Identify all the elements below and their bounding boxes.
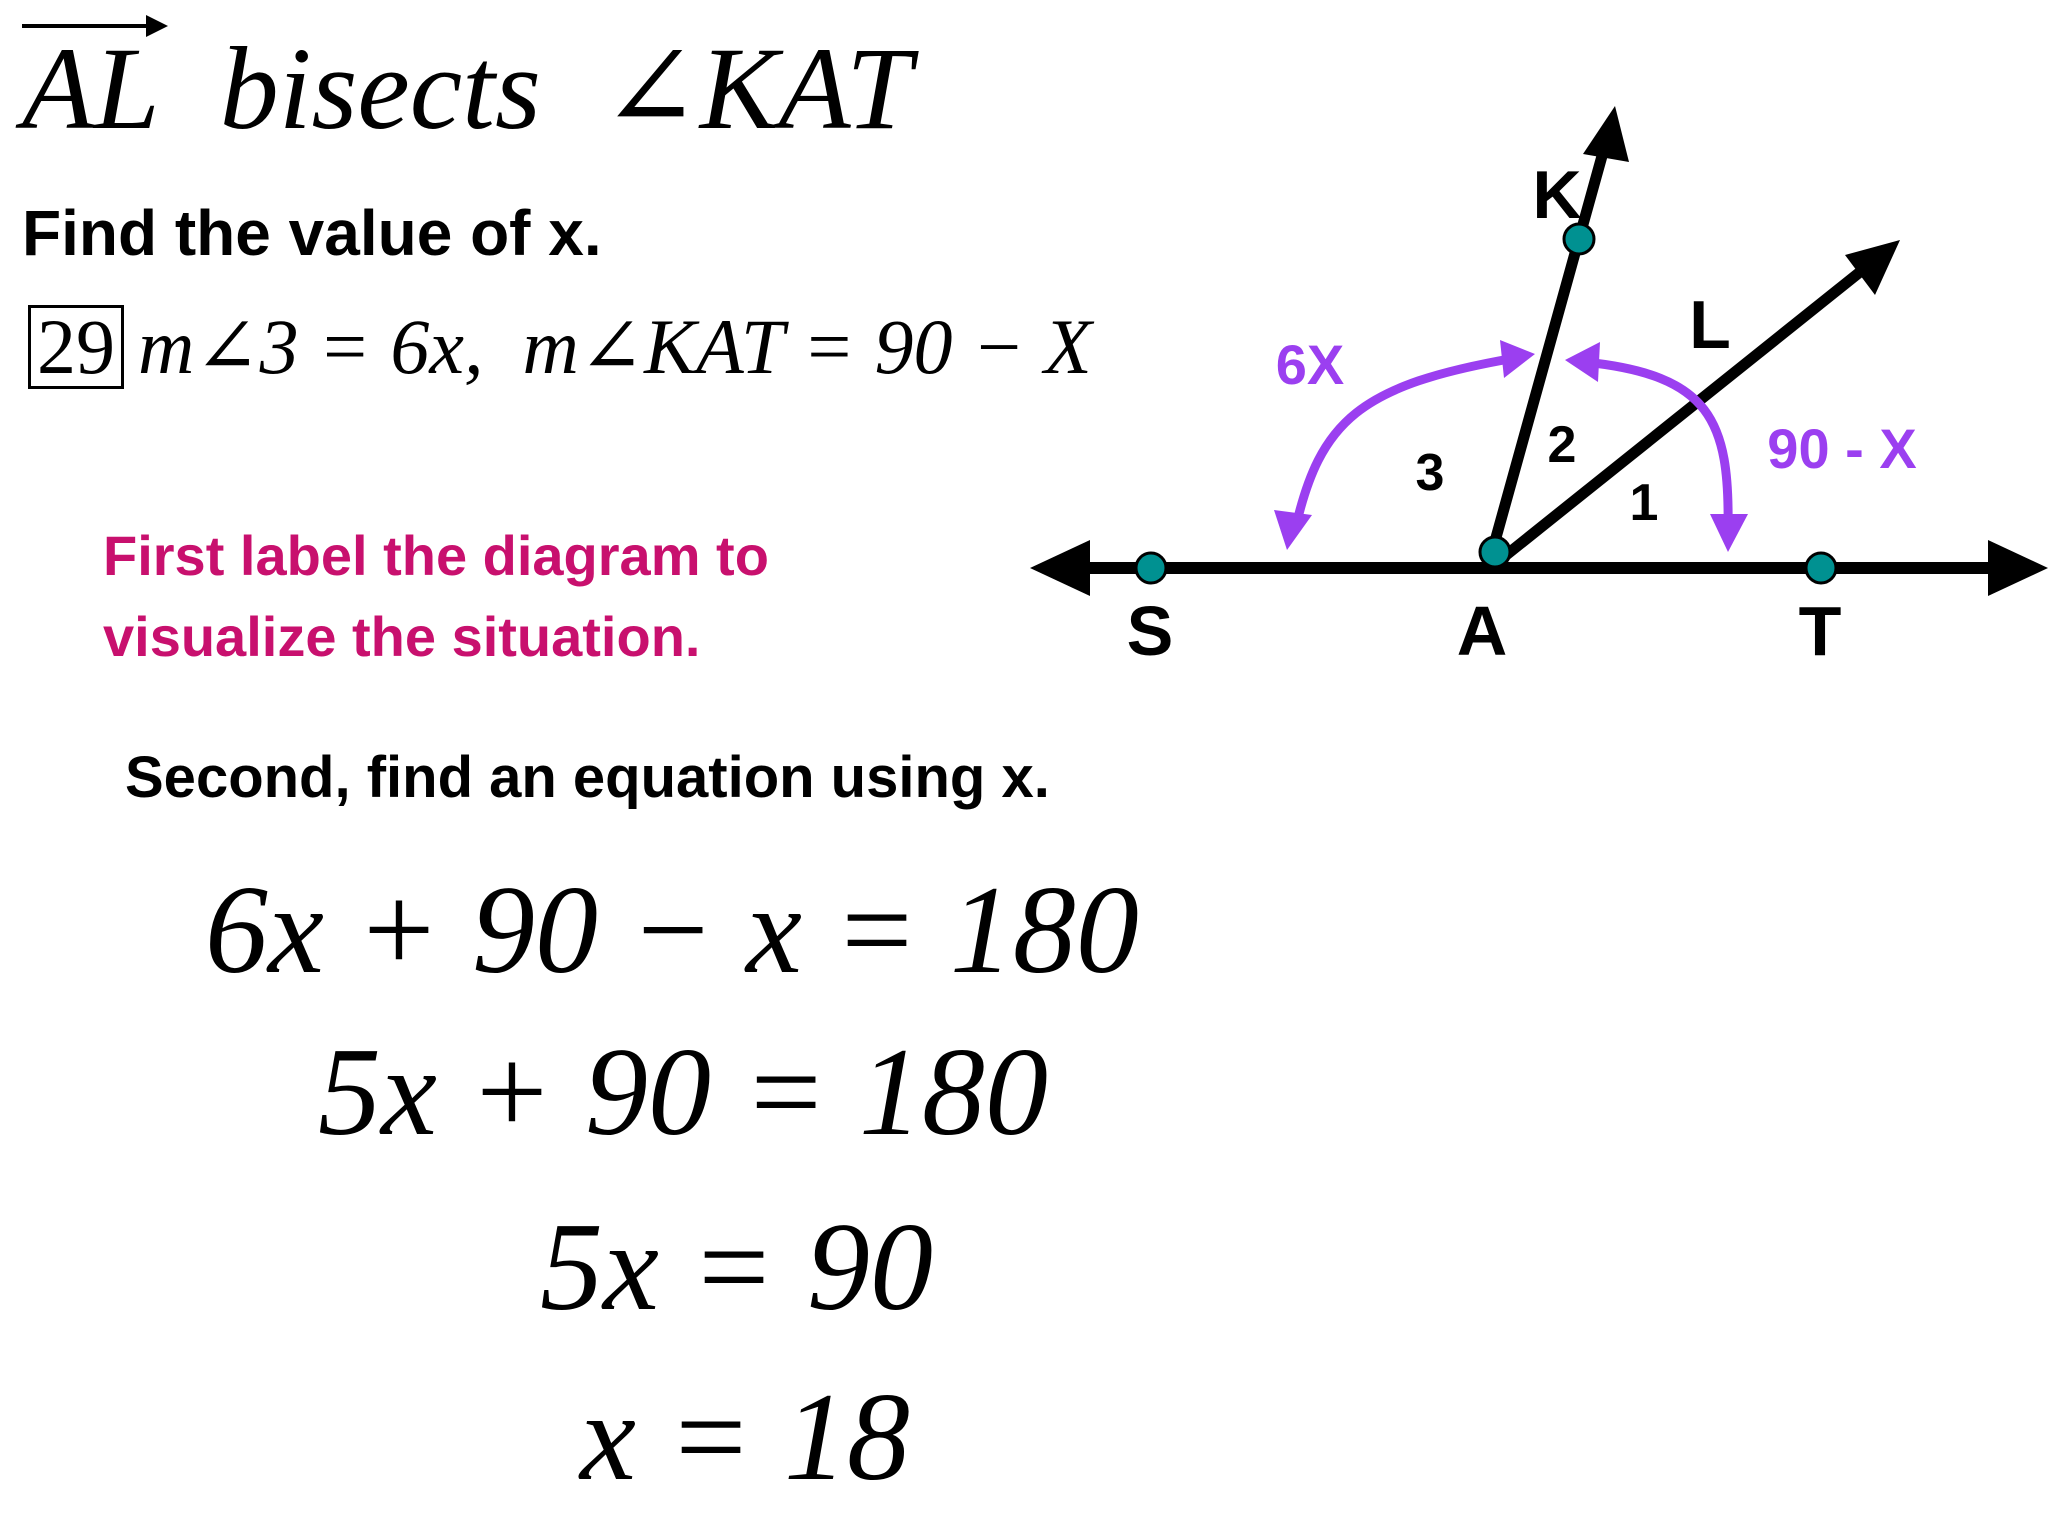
ray-al-arrow-icon [1845,240,1900,295]
equation-1: 6x + 90 − x = 180 [205,861,1139,1000]
bisects-word: bisects [219,23,541,154]
point-t [1804,551,1838,585]
angle-1-number: 1 [1630,474,1659,532]
ray-name: AL [22,23,160,154]
point-a [1478,535,1512,569]
arc-90-x [1584,357,1733,531]
angle-label-90-x: 90 - X [1767,417,1916,480]
ray-al [1496,255,1879,565]
given-angle3: m∠3 = 6x, [138,303,484,390]
ray-ak [1486,118,1618,554]
line-right-arrow-icon [1988,540,2048,596]
angle-2-number: 2 [1548,416,1577,474]
point-s [1134,551,1168,585]
label-s: S [1127,592,1174,670]
problem-prompt: Find the value of x. [22,197,602,269]
angle-kat-label: ∠KAT [600,23,912,154]
angle-diagram: S A T K L 3 2 1 6X 90 - X [1030,106,2048,670]
problem-number-box: 29 [28,305,124,389]
first-instruction: First label the diagram to visualize the… [103,515,769,677]
arc-90-x-arrow-left-icon [1565,342,1600,382]
label-t: T [1799,592,1842,670]
problem-title: AL bisects ∠KAT [22,15,912,154]
ray-ak-arrow-icon [1583,106,1629,162]
ray-al-label: AL [22,15,168,148]
first-instruction-line1: First label the diagram to [103,524,769,587]
line-left-arrow-icon [1030,540,1090,596]
arc-90-x-arrow-down-icon [1710,514,1748,552]
angle-label-6x: 6X [1276,333,1345,396]
arc-6x-arrow-down-icon [1274,510,1312,550]
equation-2: 5x + 90 = 180 [318,1023,1048,1162]
ray-overline-arrow-icon [22,15,168,37]
label-k: K [1532,157,1581,233]
arc-6x-arrow-right-icon [1500,340,1535,378]
angle-3-number: 3 [1416,444,1445,502]
point-k [1562,222,1596,256]
arc-6x [1290,353,1516,531]
second-instruction: Second, find an equation using x. [125,745,1050,810]
first-instruction-line2: visualize the situation. [103,605,701,669]
given-angle-kat: m∠KAT = 90 − X [522,303,1092,390]
equation-3: 5x = 90 [540,1198,933,1337]
label-l: L [1689,287,1731,363]
equation-4: x = 18 [580,1368,910,1507]
label-a: A [1457,592,1508,670]
